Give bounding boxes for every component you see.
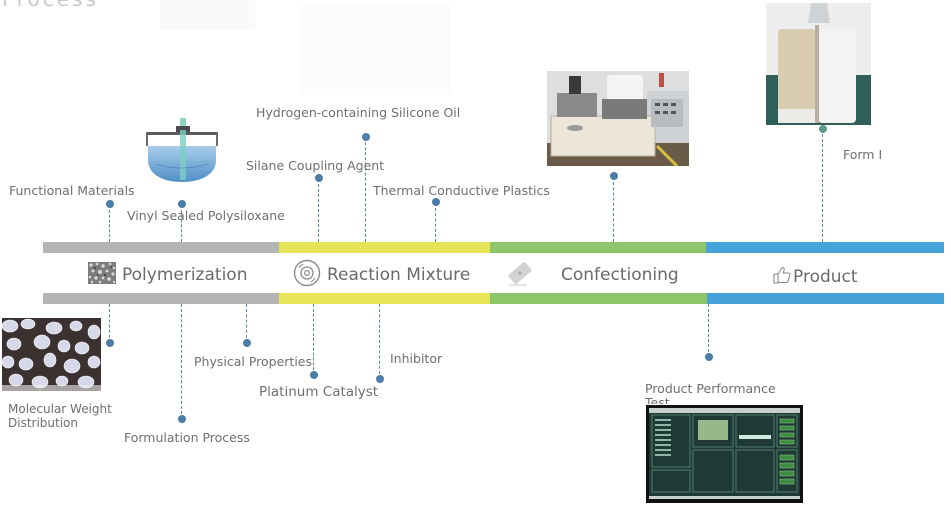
label-physical-properties: Physical Properties [194, 354, 312, 369]
connector-dot [819, 125, 827, 133]
timeline-bar-bottom-reaction [279, 293, 490, 304]
label-platinum-catalyst: Platinum Catalyst [259, 384, 379, 400]
disc-icon [293, 259, 321, 292]
connector-silane [318, 179, 319, 242]
stage-polymerization: Polymerization [88, 258, 247, 292]
connector-physical-properties [246, 304, 247, 343]
stage-product: Product [772, 260, 858, 294]
timeline-bar-top-confectioning [490, 242, 706, 253]
texture-icon [88, 261, 116, 289]
connector-form [822, 129, 823, 242]
stage-label: Confectioning [561, 265, 679, 285]
connector-molecular-weight [109, 304, 110, 343]
label-vinyl-sealed-polysiloxane: Vinyl Sealed Polysiloxane [127, 208, 285, 223]
watermark-shape [300, 5, 450, 95]
connector-dot [705, 353, 713, 361]
connector-inhibitor [379, 304, 380, 379]
dual-cartridge-photo [766, 3, 871, 125]
stage-reaction-mixture: Reaction Mixture [293, 258, 470, 292]
connector-dot [310, 371, 318, 379]
timeline-bar-bottom-polymerization [43, 293, 279, 304]
connector-performance-test [708, 304, 709, 357]
label-inhibitor: Inhibitor [390, 351, 443, 366]
connector-dot [178, 200, 186, 208]
stage-label: Polymerization [122, 265, 248, 285]
connector-dot [178, 415, 186, 423]
connector-dot [315, 174, 323, 182]
connector-thermal-plastics [435, 203, 436, 242]
label-formulation-process: Formulation Process [124, 430, 250, 445]
stage-label: Reaction Mixture [327, 265, 471, 285]
connector-formulation [181, 304, 182, 419]
particle-micrograph-photo [2, 318, 101, 391]
timeline-bar-top-reaction [279, 242, 490, 253]
connector-hydrogen-oil [365, 137, 366, 242]
connector-dot [106, 339, 114, 347]
label-form: Form I [843, 147, 883, 162]
label-product-performance-test: Product Performance Test [645, 382, 776, 404]
label-functional-materials: Functional Materials [9, 183, 135, 198]
timeline-bar-top-product [706, 242, 944, 253]
stage-confectioning: Confectioning [505, 258, 679, 292]
connector-mixer [613, 177, 614, 242]
connector-dot [610, 172, 618, 180]
reactor-vessel-image [144, 118, 220, 190]
connector-vinyl-sealed [181, 205, 182, 242]
timeline-bar-top-polymerization [43, 242, 279, 253]
connector-dot [243, 339, 251, 347]
ticket-icon [505, 258, 535, 293]
label-silane-coupling-agent: Silane Coupling Agent [246, 158, 385, 173]
connector-dot [362, 133, 370, 141]
watermark-shape [160, 0, 255, 30]
thumbs-up-icon [772, 265, 792, 290]
label-hydrogen-silicone-oil: Hydrogen-containing Silicone Oil [256, 105, 461, 120]
label-molecular-weight-distribution: Molecular Weight Distribution [8, 402, 112, 430]
connector-dot [432, 198, 440, 206]
test-software-screenshot [646, 405, 803, 503]
timeline-bar-bottom-product [707, 293, 944, 304]
label-thermal-conductive-plastics: Thermal Conductive Plastics [373, 183, 550, 198]
connector-dot [376, 375, 384, 383]
connector-dot [106, 200, 114, 208]
mixing-machine-photo [547, 71, 689, 166]
stage-label: Product [793, 267, 858, 287]
timeline-bar-bottom-confectioning [490, 293, 707, 304]
connector-functional-materials [109, 205, 110, 242]
page-title-partial: Process [2, 0, 99, 11]
connector-platinum [313, 304, 314, 375]
